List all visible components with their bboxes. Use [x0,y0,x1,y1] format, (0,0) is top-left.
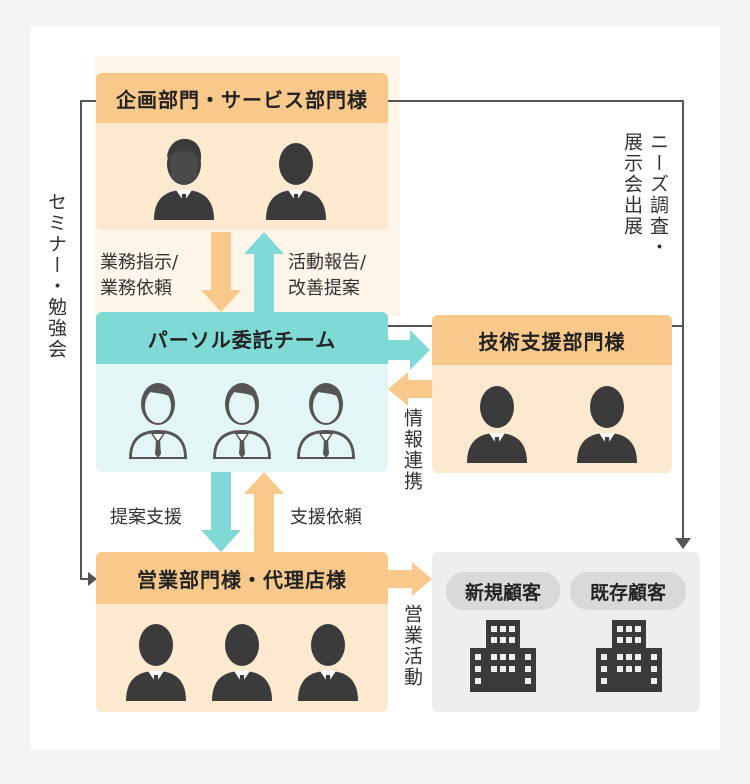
person-outline-icon [213,383,271,459]
sales-title: 営業部門様・代理店様 [96,552,388,604]
person-icon [298,624,358,701]
needs-line-top [388,100,684,102]
person-icon [212,624,272,701]
seminar-arrowhead [88,572,97,586]
person-icon [266,143,326,220]
support-request-arrow [244,472,284,552]
person-icon [467,386,527,463]
seminar-line-top [80,100,96,102]
person-icon [577,386,637,463]
instruct-label-1: 業務指示/ [100,252,179,273]
needs-label-1: ニーズ調査・ [647,132,669,258]
report-arrow [244,232,284,312]
person-icon [126,624,186,701]
new-customer-pill: 新規顧客 [446,572,560,610]
sales-activity-arrow [388,562,432,596]
seminar-label: セミナー・勉強会 [45,192,67,360]
support-request-label: 支援依頼 [290,507,362,528]
tech-to-team-arrow [388,372,432,406]
proposal-arrow [201,472,241,552]
person-outline-icon [129,383,187,459]
tech-title: 技術支援部門様 [432,315,672,365]
seminar-line-bottom [80,578,90,580]
report-label-1: 活動報告/ [288,252,367,273]
info-label: 情報連携 [401,408,423,492]
building-icon [596,620,662,692]
team-title: パーソル委託チーム [96,312,388,364]
building-icon [470,620,536,692]
existing-customer-pill: 既存顧客 [570,572,686,610]
needs-line-vertical [682,100,684,540]
proposal-label: 提案支援 [110,507,182,528]
needs-label-2: 展示会出展 [621,132,643,237]
seminar-line-vertical [80,100,82,580]
person-icon [154,138,214,220]
planning-title: 企画部門・サービス部門様 [96,73,388,123]
sales-activity-label: 営業活動 [401,604,423,688]
needs-arrowhead [675,538,691,549]
team-to-tech-arrow [388,330,430,370]
instruct-label-2: 業務依頼 [100,278,172,299]
report-label-2: 改善提案 [288,278,360,299]
instruct-arrow [201,232,241,312]
person-outline-icon [297,383,355,459]
